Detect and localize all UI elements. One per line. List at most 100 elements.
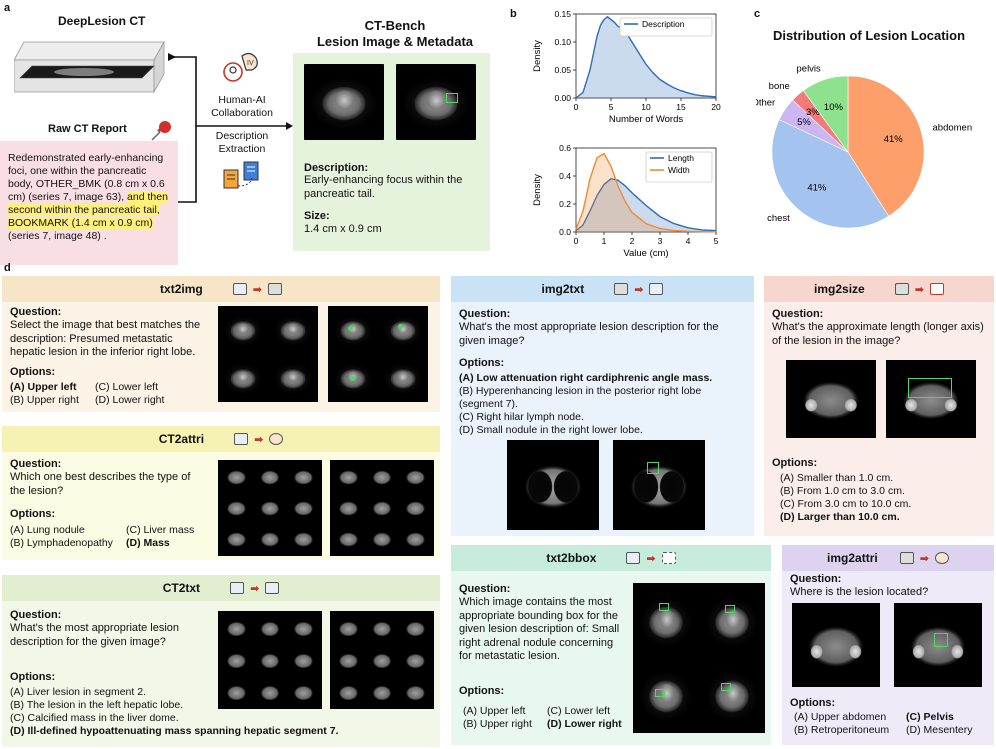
arrow-icon: ➡ [250, 582, 260, 595]
collab-label: Human-AI Collaboration [211, 94, 273, 119]
ct-image-icon [267, 283, 282, 295]
txt2bbox-question-label: Question: [459, 583, 511, 595]
img2attri-option-d: (D) Mesentery [906, 724, 973, 736]
deeplesion-volume-illustration [14, 40, 165, 94]
ct2attri-title: CT2attri [158, 432, 205, 446]
txt2img-option-b: (B) Upper right [10, 394, 79, 406]
txt2img-panel: txt2img ➡ Question: Select the image tha… [2, 276, 440, 412]
txt2bbox-option-b: (B) Upper right [463, 718, 532, 730]
txt2img-title: txt2img [160, 282, 203, 296]
lesion-bounding-box [908, 378, 952, 398]
ct2txt-image-grid-2 [330, 611, 434, 709]
arrow-icon: ➡ [646, 552, 656, 565]
svg-text:IV: IV [247, 60, 254, 67]
txt2bbox-header: txt2bbox ➡ [451, 545, 771, 571]
txt2img-image-grid-1 [218, 306, 318, 402]
attribute-icon [934, 552, 949, 564]
density-line-description [575, 15, 717, 99]
img2size-ct-image [786, 360, 876, 438]
arrow-icon: ➡ [634, 283, 644, 296]
img2attri-title: img2attri [827, 551, 878, 565]
img2attri-panel: img2attri ➡ Question: Where is the lesio… [782, 545, 994, 745]
ct2attri-question-label: Question: [10, 458, 62, 470]
x-tick-label: 1 [602, 236, 607, 246]
ct2txt-title: CT2txt [162, 581, 201, 595]
x-tick-label: 10 [641, 102, 651, 112]
ct2attri-option-b: (B) Lymphadenopathy [10, 537, 113, 549]
y-axis-label: Density [532, 40, 543, 72]
legend-label-width: Width [668, 165, 690, 175]
img2txt-panel: img2txt ➡ Question: What's the most appr… [451, 276, 754, 536]
raw-report-box [0, 141, 178, 265]
ct2attri-question: Which one best describes the type of the… [10, 471, 191, 497]
legend-label-description: Description [642, 19, 685, 29]
report-text-2: (series 7, image 48) . [8, 230, 107, 242]
txt2img-option-c: (C) Lower left [95, 381, 159, 393]
lesion-bounding-box [934, 633, 948, 647]
img2size-option-b: (B) From 1.0 cm to 3.0 cm. [780, 485, 905, 497]
x-tick-label: 0 [574, 236, 579, 246]
density-area-width [576, 153, 716, 232]
img2txt-option-d: (D) Small nodule in the right lower lobe… [459, 424, 643, 436]
description-label: Description: [304, 162, 369, 174]
pie-pct-chest: 41% [807, 182, 827, 193]
img2size-option-a: (A) Smaller than 1.0 cm. [780, 472, 894, 484]
ct2txt-option-c: (C) Calcified mass in the liver dome. [10, 712, 179, 724]
pie-label-chest: chest [767, 213, 790, 224]
pie-label-abdomen: abdomen [933, 122, 973, 133]
ct-image-icon [899, 552, 914, 564]
pie-pct-other: 5% [797, 117, 811, 128]
ct2attri-option-d: (D) Mass [126, 537, 170, 549]
pie-chart-title: Distribution of Lesion Location [772, 28, 966, 43]
img2size-header: img2size ➡ [764, 276, 994, 302]
txt2bbox-image-grid [633, 583, 765, 733]
img2txt-question-label: Question: [459, 308, 511, 320]
density-area-description [576, 16, 716, 98]
lesion-bounding-box [446, 93, 458, 103]
plot-frame [575, 147, 717, 233]
txt2img-header: txt2img ➡ [2, 276, 440, 302]
img2attri-header: img2attri ➡ [782, 545, 994, 571]
size-label: Size: [304, 210, 330, 222]
img2txt-option-a: (A) Low attenuation right cardiphrenic a… [459, 372, 713, 384]
pie-pct-bone: 3% [806, 107, 820, 118]
panel-letter-a: a [4, 2, 11, 14]
pie-slice-abdomen [847, 75, 925, 217]
pie-label-bone: bone [769, 81, 790, 92]
ct2txt-panel: CT2txt ➡ Question: What's the most appro… [2, 575, 440, 747]
text-icon [232, 283, 247, 295]
text-icon [265, 582, 280, 594]
bounding-box-icon [661, 552, 676, 564]
y-tick-label: 0.6 [559, 143, 571, 153]
img2attri-option-b: (B) Retroperitoneum [794, 724, 890, 736]
img2txt-header: img2txt ➡ [451, 276, 754, 302]
img2size-question-label: Question: [772, 308, 824, 320]
txt2img-image-grid-2 [328, 306, 428, 402]
arrow-icon: ➡ [252, 283, 262, 296]
img2txt-ct-image [507, 440, 599, 530]
panel-letter-b: b [510, 8, 517, 20]
ct2txt-question: What's the most appropriate lesion descr… [10, 622, 180, 648]
x-tick-label: 5 [714, 236, 719, 246]
img2txt-option-c: (C) Right hilar lymph node. [459, 411, 584, 423]
extraction-label: Description Extraction [215, 130, 269, 155]
ct2attri-image-grid-1 [218, 460, 322, 556]
ctbench-title-2: Lesion Image & Metadata [316, 34, 474, 49]
size-text: 1.4 cm x 0.9 cm [304, 223, 382, 235]
x-tick-label: 2 [630, 236, 635, 246]
txt2img-option-a: (A) Upper left [10, 381, 77, 393]
img2attri-option-c: (C) Pelvis [906, 711, 954, 723]
img2attri-ct-image [792, 603, 880, 687]
legend-box [645, 151, 713, 183]
x-axis-label: Value (cm) [623, 248, 668, 259]
arrow-icon: ➡ [919, 552, 929, 565]
y-tick-label: 0.15 [554, 9, 571, 19]
panel-letter-c: c [754, 8, 761, 20]
text-icon [649, 283, 664, 295]
pie-label-other: Other [756, 98, 775, 109]
txt2img-option-d: (D) Lower right [95, 394, 165, 406]
ct2txt-image-grid-1 [218, 611, 322, 709]
img2size-options-label: Options: [772, 457, 818, 469]
